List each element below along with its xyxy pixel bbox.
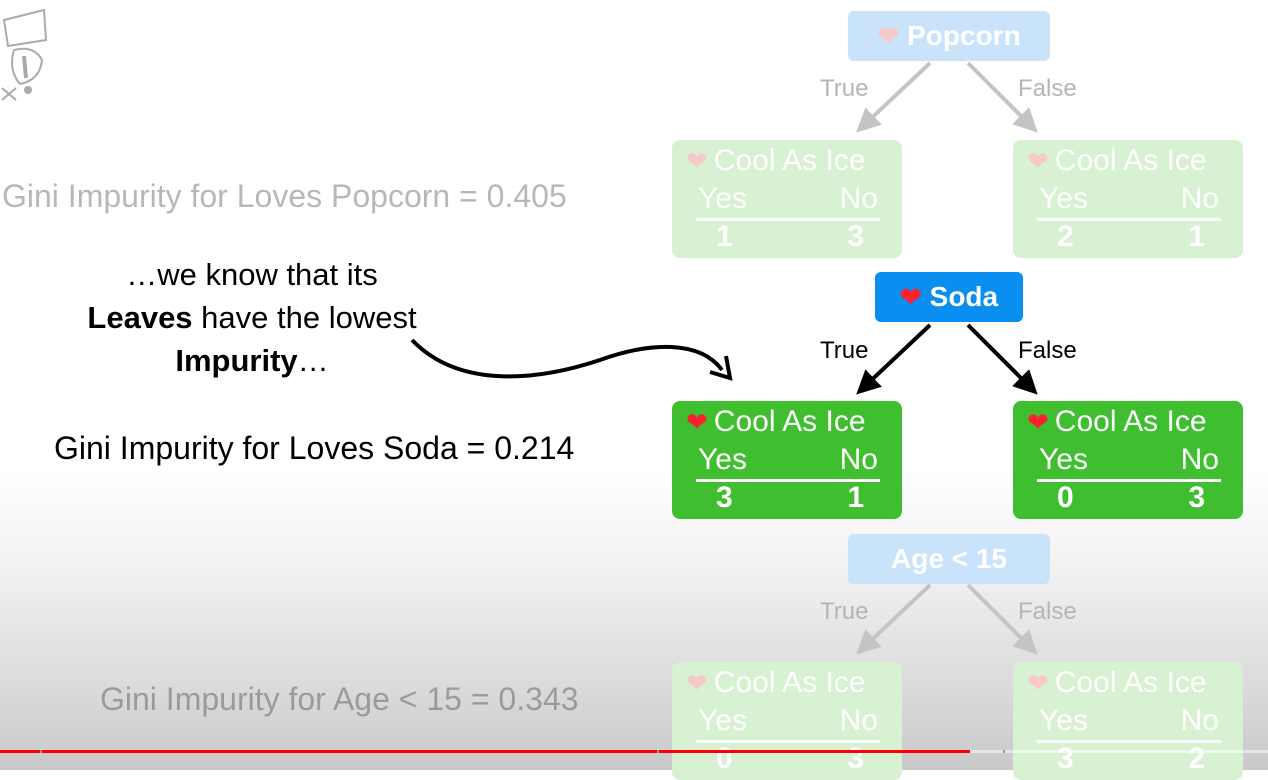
leaf-yes-count: 2 xyxy=(1057,220,1074,253)
narration-line2-rest: have the lowest xyxy=(192,300,417,335)
leaf-divider xyxy=(1037,479,1221,482)
leaf-no-label: No xyxy=(839,443,878,476)
bam-logo xyxy=(1,8,48,101)
leaf-no-count: 3 xyxy=(1188,481,1205,514)
age-true-label: True xyxy=(820,598,869,625)
soda-true-label: True xyxy=(820,337,869,364)
leaf-title: ❤Cool As Ice xyxy=(686,144,866,178)
popcorn-right-leaf: ❤Cool As Ice Yes No 2 1 xyxy=(1013,140,1243,258)
leaf-no-label: No xyxy=(1180,443,1219,476)
leaf-no-count: 1 xyxy=(1188,220,1205,253)
leaf-no-count: 3 xyxy=(847,220,864,253)
heart-icon: ❤ xyxy=(1027,668,1049,698)
leaf-divider xyxy=(696,479,880,482)
leaf-yes-label: Yes xyxy=(698,704,747,737)
leaf-yes-count: 0 xyxy=(1057,481,1074,514)
gini-soda-text: Gini Impurity for Loves Soda = 0.214 xyxy=(54,430,575,466)
leaf-no-count: 1 xyxy=(847,481,864,514)
leaf-yes-count: 1 xyxy=(716,220,733,253)
leaf-yes-label: Yes xyxy=(1039,182,1088,215)
age-right-leaf: ❤Cool As Ice Yes No 3 2 xyxy=(1013,662,1243,780)
leaf-yes-label: Yes xyxy=(1039,443,1088,476)
leaf-title: ❤Cool As Ice xyxy=(1027,666,1207,700)
chapter-marker xyxy=(40,750,42,753)
popcorn-left-leaf: ❤Cool As Ice Yes No 1 3 xyxy=(672,140,902,258)
age-left-leaf: ❤Cool As Ice Yes No 0 3 xyxy=(672,662,902,780)
narration-line3-rest: … xyxy=(297,343,329,378)
leaf-yes-count: 0 xyxy=(716,742,733,775)
soda-left-leaf: ❤Cool As Ice Yes No 3 1 xyxy=(672,401,902,519)
narration-impurity: Impurity xyxy=(175,343,298,378)
leaf-title: ❤Cool As Ice xyxy=(686,405,866,439)
narration-line1: …we know that its xyxy=(126,257,378,292)
narration-line3: Impurity… xyxy=(42,339,462,382)
soda-false-label: False xyxy=(1018,337,1077,364)
heart-icon: ❤ xyxy=(686,668,708,698)
popcorn-true-label: True xyxy=(820,75,869,102)
heart-icon: ❤ xyxy=(1027,407,1049,437)
soda-root-label: Soda xyxy=(929,281,999,312)
heart-icon: ❤ xyxy=(686,146,708,176)
narration-leaves: Leaves xyxy=(87,300,193,335)
leaf-yes-count: 3 xyxy=(716,481,733,514)
soda-right-leaf: ❤Cool As Ice Yes No 0 3 xyxy=(1013,401,1243,519)
age-root-node: Age < 15 xyxy=(848,534,1050,584)
tree-branches xyxy=(856,61,1038,655)
gini-age-text: Gini Impurity for Age < 15 = 0.343 xyxy=(100,681,579,717)
leaf-divider xyxy=(696,218,880,221)
heart-icon: ❤ xyxy=(899,282,922,312)
age-false-label: False xyxy=(1018,598,1077,625)
leaf-yes-label: Yes xyxy=(698,182,747,215)
leaf-title: ❤Cool As Ice xyxy=(1027,405,1207,439)
leaf-yes-label: Yes xyxy=(1039,704,1088,737)
soda-root-node: ❤ Soda xyxy=(875,272,1023,322)
leaf-no-label: No xyxy=(839,704,878,737)
leaf-yes-label: Yes xyxy=(698,443,747,476)
gini-popcorn-text: Gini Impurity for Loves Popcorn = 0.405 xyxy=(2,178,567,214)
heart-icon: ❤ xyxy=(1027,146,1049,176)
leaf-title-text: Cool As Ice xyxy=(713,405,866,438)
chapter-marker xyxy=(657,750,659,753)
age-root-label: Age < 15 xyxy=(891,543,1007,574)
leaf-divider xyxy=(1037,218,1221,221)
leaf-no-count: 2 xyxy=(1188,742,1205,775)
video-progress-played[interactable] xyxy=(0,750,971,753)
narration-text: …we know that its Leaves have the lowest… xyxy=(42,253,462,382)
leaf-yes-count: 3 xyxy=(1057,742,1074,775)
popcorn-root-node: ❤ Popcorn xyxy=(848,11,1050,61)
leaf-title-text: Cool As Ice xyxy=(1054,144,1207,177)
heart-icon: ❤ xyxy=(686,407,708,437)
leaf-divider xyxy=(1037,740,1221,743)
leaf-title-text: Cool As Ice xyxy=(713,666,866,699)
annotation-arrow xyxy=(410,338,733,381)
leaf-no-count: 3 xyxy=(847,742,864,775)
narration-line2: Leaves have the lowest xyxy=(42,296,462,339)
leaf-no-label: No xyxy=(839,182,878,215)
leaf-title-text: Cool As Ice xyxy=(1054,405,1207,438)
heart-icon: ❤ xyxy=(877,21,900,51)
leaf-no-label: No xyxy=(1180,704,1219,737)
chapter-marker xyxy=(1003,750,1005,753)
leaf-no-label: No xyxy=(1180,182,1219,215)
leaf-title-text: Cool As Ice xyxy=(1054,666,1207,699)
popcorn-false-label: False xyxy=(1018,75,1077,102)
leaf-title: ❤Cool As Ice xyxy=(686,666,866,700)
leaf-title: ❤Cool As Ice xyxy=(1027,144,1207,178)
popcorn-root-label: Popcorn xyxy=(907,20,1021,51)
leaf-divider xyxy=(696,740,880,743)
leaf-title-text: Cool As Ice xyxy=(713,144,866,177)
